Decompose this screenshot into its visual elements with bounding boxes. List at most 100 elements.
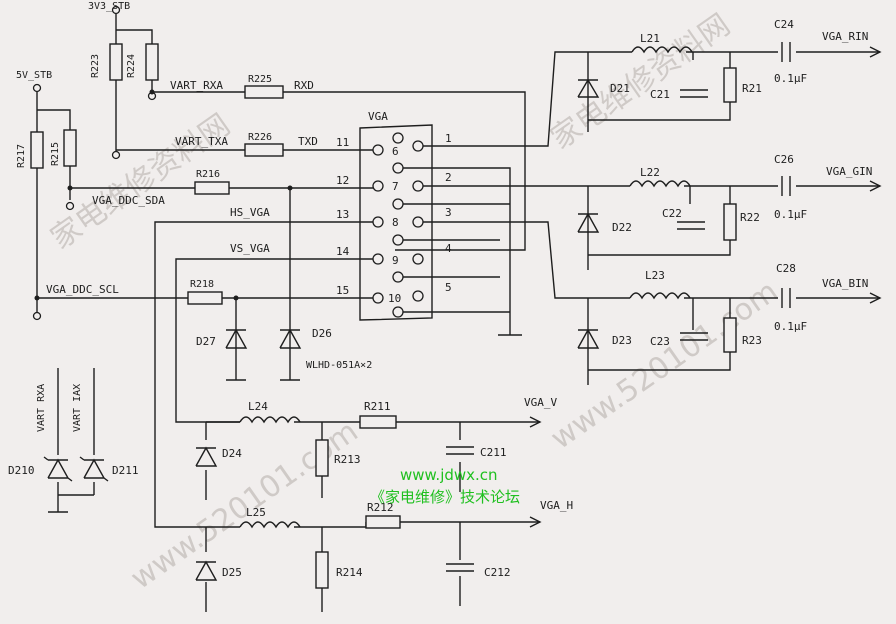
net-label-vga-gin: VGA_GIN [826, 165, 872, 178]
capacitor-C212 [446, 563, 474, 572]
net-label-vga-rin: VGA_RIN [822, 30, 868, 43]
net-label-ddc-sda: VGA_DDC_SDA [92, 194, 165, 207]
resistor-R23 [723, 317, 737, 353]
connector-part: WLHD-051A×2 [306, 360, 372, 371]
resistor-R21 [723, 67, 737, 103]
label-R23: R23 [742, 334, 762, 347]
label-D25: D25 [222, 566, 242, 579]
net-label-5v-stb: 5V_STB [16, 70, 52, 81]
resistor-R213 [315, 439, 329, 477]
label-L25: L25 [246, 506, 266, 519]
label-R217: R217 [16, 144, 27, 168]
diode-D25 [195, 560, 218, 581]
ground [498, 310, 522, 336]
capacitor-C211 [446, 446, 474, 455]
resistor-R224 [145, 43, 159, 81]
label-L24: L24 [248, 400, 268, 413]
pin-2: 2 [445, 171, 452, 184]
label-C28: C28 [776, 262, 796, 275]
label-D23: D23 [612, 334, 632, 347]
watermark-text: www.520101.com [545, 274, 785, 457]
diode-D210 [43, 456, 73, 482]
resistor-R216 [194, 181, 230, 195]
site-name: 《家电维修》技术论坛 [370, 488, 520, 506]
label-R214: R214 [336, 566, 363, 579]
resistor-R212 [365, 515, 401, 529]
pin-13: 13 [336, 208, 349, 221]
label-D24: D24 [222, 447, 242, 460]
label-D26: D26 [312, 327, 332, 340]
wire-rxd [152, 91, 526, 251]
pin-10: 10 [388, 292, 401, 305]
inductor-L25 [239, 521, 301, 529]
inductor-L24 [239, 416, 301, 424]
label-C26: C26 [774, 153, 794, 166]
wire [36, 92, 71, 312]
pin-8: 8 [392, 216, 399, 229]
watermark-text: 家电维修资料网 [545, 7, 737, 156]
pin-1: 1 [445, 132, 452, 145]
net-label-txd: TXD [298, 135, 318, 148]
terminal [111, 150, 121, 160]
label-D210: D210 [8, 464, 35, 477]
capacitor-C21 [680, 89, 708, 98]
net-label-3v3-stb: 3V3_STB [88, 1, 130, 12]
pin-14: 14 [336, 245, 350, 258]
diode-D211 [79, 456, 109, 482]
capacitor-C23 [680, 332, 708, 341]
capacitor-C26 [781, 176, 791, 196]
label-L21: L21 [640, 32, 660, 45]
diode-D21 [577, 78, 600, 98]
label-C21: C21 [650, 88, 670, 101]
pin-11: 11 [336, 136, 349, 149]
label-L23: L23 [645, 269, 665, 282]
label-D211: D211 [112, 464, 139, 477]
wire [115, 14, 153, 155]
blue-channel [423, 221, 882, 385]
label-C212: C212 [484, 566, 511, 579]
hsync-filter [195, 515, 542, 612]
terminal [32, 311, 42, 321]
connector-pins: 11 12 13 14 15 6 7 8 9 10 1 2 3 4 5 [336, 132, 452, 305]
label-D21: D21 [610, 82, 630, 95]
terminal [32, 83, 42, 93]
net-label-vga-v: VGA_V [524, 396, 557, 409]
label-R225: R225 [248, 74, 272, 85]
label-R22: R22 [740, 211, 760, 224]
label-R213: R213 [334, 453, 361, 466]
cap-value: 0.1μF [774, 72, 807, 85]
vsync-filter [195, 415, 542, 500]
pin-12: 12 [336, 174, 349, 187]
net-label-vs: VS_VGA [230, 242, 270, 255]
resistor-R218 [187, 291, 223, 305]
label-R226: R226 [248, 132, 272, 143]
connector-title: VGA [368, 110, 388, 123]
capacitor-C24 [781, 42, 791, 62]
wire-hs [154, 221, 375, 528]
wire [57, 368, 95, 512]
wire [403, 167, 511, 313]
pin-4: 4 [445, 242, 452, 255]
cap-value: 0.1μF [774, 208, 807, 221]
resistor-R22 [723, 203, 737, 241]
label-R212: R212 [367, 501, 394, 514]
resistor-R211 [359, 415, 397, 429]
label-R211: R211 [364, 400, 391, 413]
net-label-vart-txa: VART_TXA [175, 135, 228, 148]
pin-5: 5 [445, 281, 452, 294]
terminal [65, 201, 75, 211]
resistor-R215 [63, 129, 77, 167]
cap-value: 0.1μF [774, 320, 807, 333]
net-label-vart-rxa: VART_RXA [170, 79, 223, 92]
label-R218: R218 [190, 279, 214, 290]
label-C211: C211 [480, 446, 507, 459]
pin-3: 3 [445, 206, 452, 219]
label-C23: C23 [650, 335, 670, 348]
pin-9: 9 [392, 254, 399, 267]
net-label-vart-rxa-v: VART RXA [36, 384, 47, 432]
site-url: www.jdwx.cn [400, 466, 498, 484]
label-L22: L22 [640, 166, 660, 179]
resistor-R217 [30, 131, 44, 169]
inductor-L23 [629, 292, 691, 300]
capacitor-C22 [677, 221, 705, 230]
